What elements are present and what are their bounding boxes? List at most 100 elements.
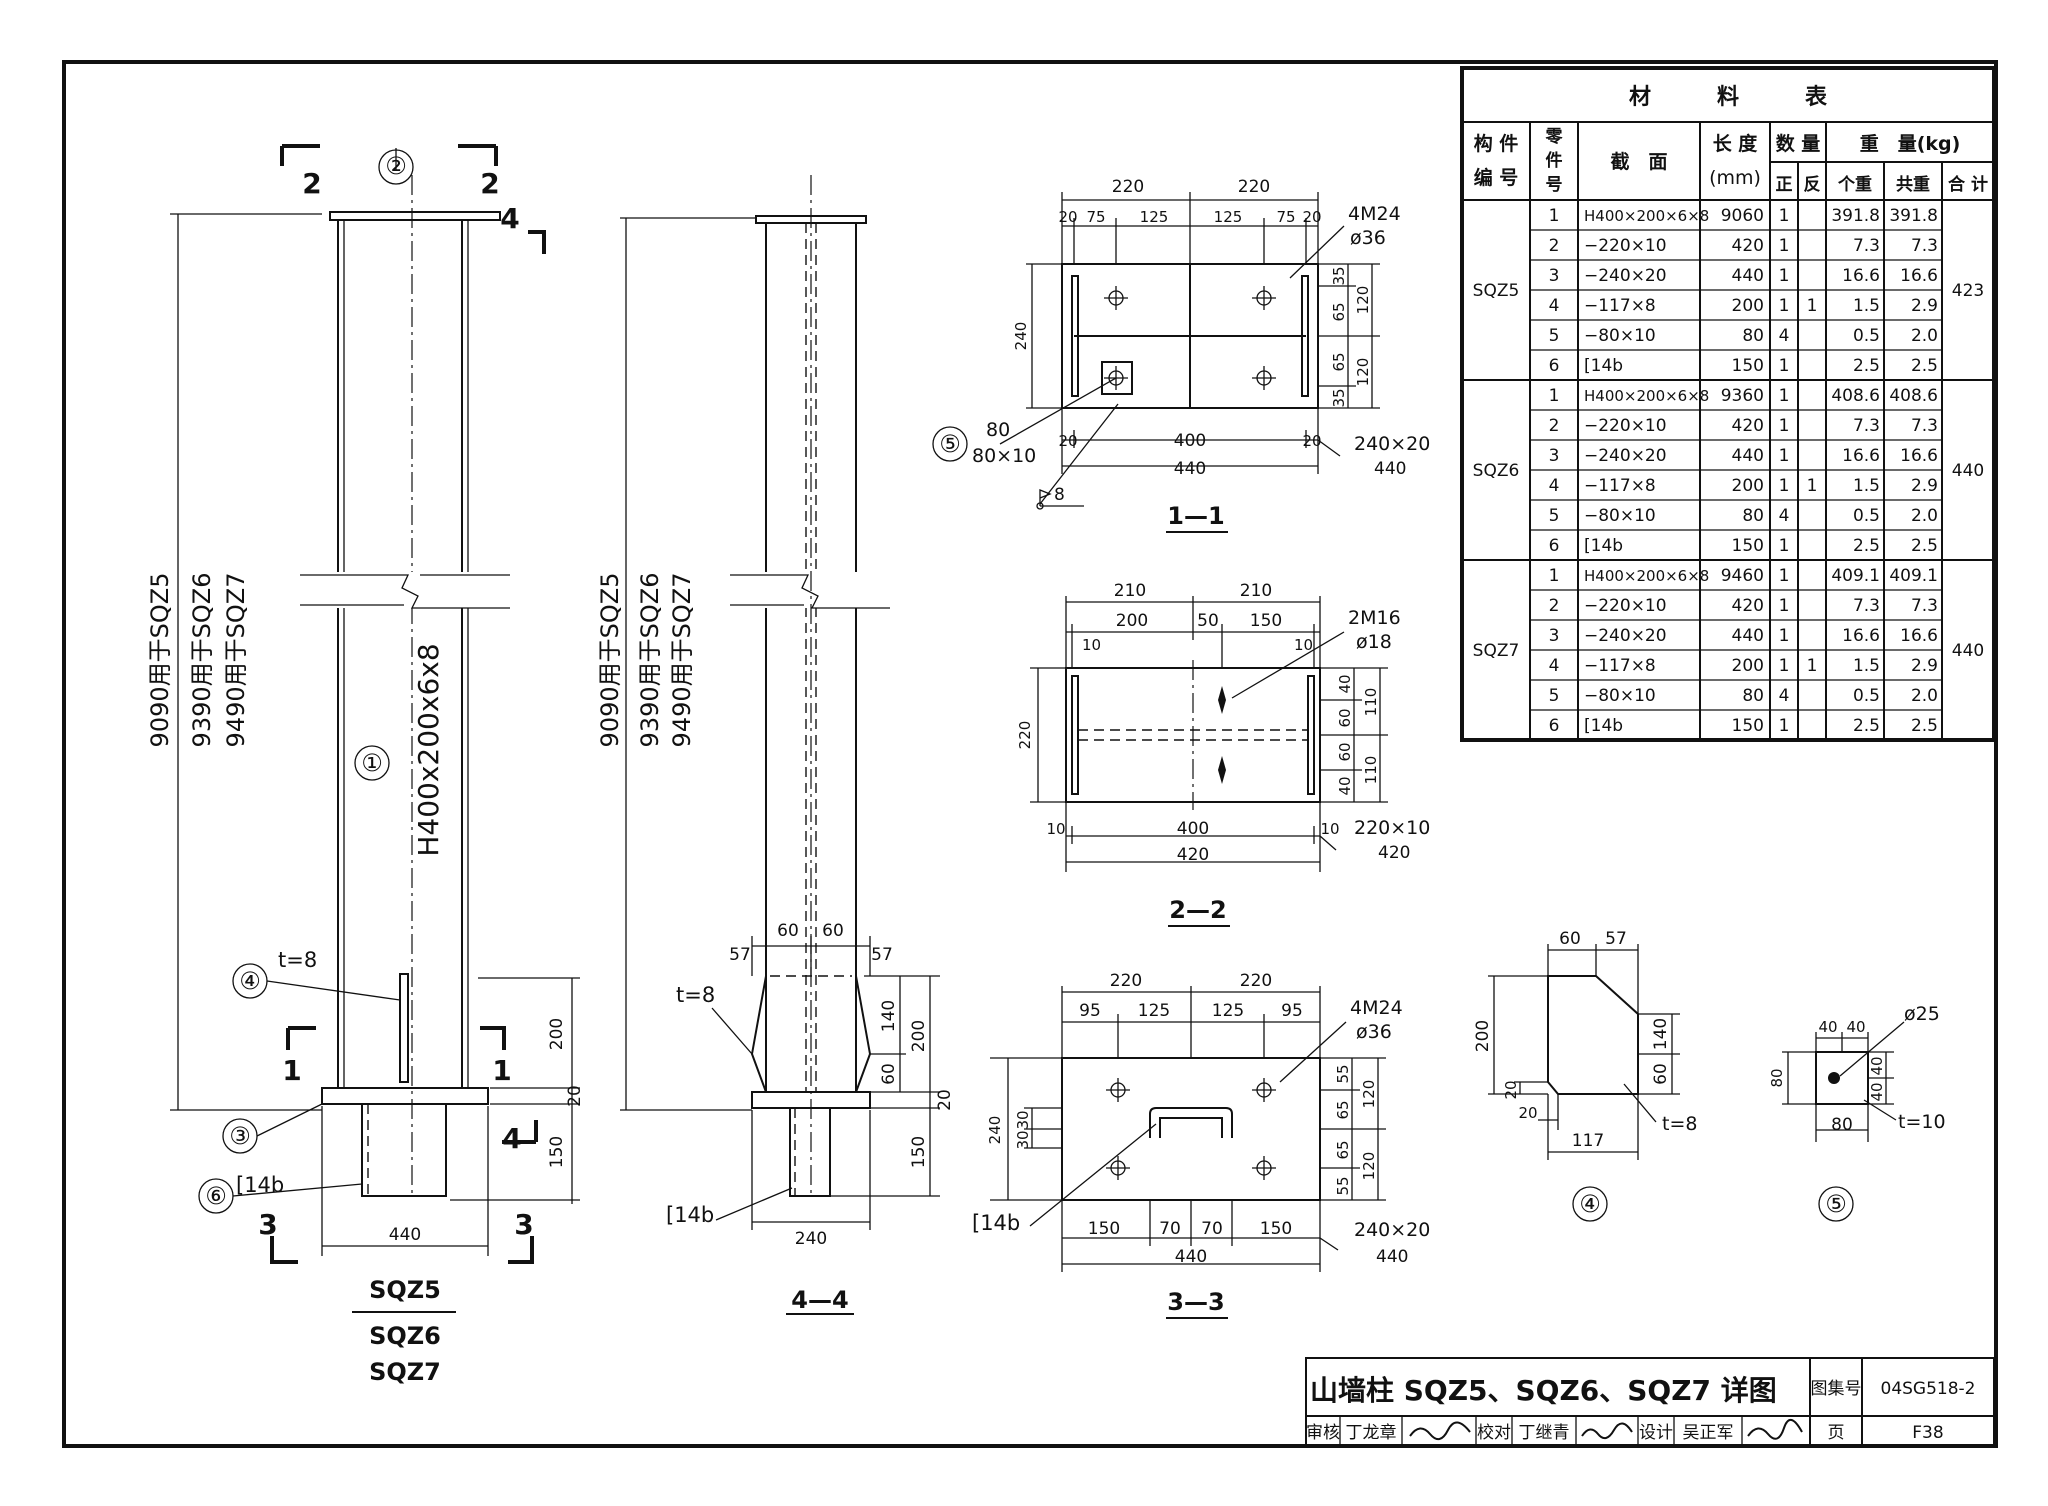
page-label: 页 xyxy=(1828,1423,1845,1443)
section-4-4-text: 9090用于SQZ5 9390用于SQZ6 9490用于SQZ7 57 60 6… xyxy=(596,573,955,1315)
length-label: 9490用于SQZ7 xyxy=(222,573,250,748)
table-cell: −80×10 xyxy=(1584,686,1656,706)
table-cell: 1 xyxy=(1779,266,1790,286)
dim: 55 xyxy=(1334,1176,1352,1195)
atlas-number: 04SG518-2 xyxy=(1881,1379,1976,1399)
dim: 60 xyxy=(1559,929,1581,949)
table-cell: 1 xyxy=(1779,536,1790,556)
dim: 20 xyxy=(1302,432,1321,450)
table-cell: 7.3 xyxy=(1911,596,1938,616)
table-cell: 1 xyxy=(1779,446,1790,466)
section-2-2 xyxy=(1030,596,1388,872)
dim: 220 xyxy=(1112,177,1144,197)
dim: 70 xyxy=(1159,1219,1181,1239)
washer-label: 80 xyxy=(986,419,1010,441)
plate-spec: 240×20 xyxy=(1354,433,1430,455)
table-cell: 16.6 xyxy=(1900,626,1938,646)
table-cell: −117×8 xyxy=(1584,656,1656,676)
dim: 55 xyxy=(1334,1064,1352,1083)
table-cell: 4 xyxy=(1779,686,1790,706)
section-title-3-3: 3—3 xyxy=(1167,1288,1224,1316)
dim: 140 xyxy=(879,1000,899,1032)
dim: 420 xyxy=(1177,845,1209,865)
section-mark-4: 4 xyxy=(500,202,519,235)
length-label: 9390用于SQZ6 xyxy=(188,573,216,748)
mark-5: ⑤ xyxy=(1825,1190,1847,1218)
dim: 40 xyxy=(1868,1082,1886,1101)
table-cell: 9460 xyxy=(1721,566,1764,586)
dim: 65 xyxy=(1334,1100,1352,1119)
title-block-text: 山墙柱 SQZ5、SQZ6、SQZ7 详图 图集号 04SG518-2 审核 丁… xyxy=(1306,1374,1976,1443)
dim: 40 xyxy=(1818,1018,1837,1036)
header-length: (mm) xyxy=(1709,167,1761,189)
dim: 65 xyxy=(1334,1140,1352,1159)
dim: 120 xyxy=(1354,286,1372,315)
mark-6: ⑥ xyxy=(205,1182,227,1210)
dim: 220 xyxy=(1238,177,1270,197)
section-mark-3: 3 xyxy=(514,1208,533,1241)
table-cell: 200 xyxy=(1732,656,1764,676)
column-elevation xyxy=(170,144,580,1264)
title-block xyxy=(1305,1357,1995,1447)
table-cell: 4 xyxy=(1779,506,1790,526)
table-cell: 1 xyxy=(1807,656,1818,676)
table-cell: 16.6 xyxy=(1842,446,1880,466)
table-cell: −240×20 xyxy=(1584,626,1667,646)
dim: 35 xyxy=(1330,266,1348,285)
dim: 95 xyxy=(1079,1001,1101,1021)
length-label: 9090用于SQZ5 xyxy=(146,573,174,748)
table-cell: 1 xyxy=(1779,296,1790,316)
dim-440: 440 xyxy=(389,1225,421,1245)
table-title: 材 料 表 xyxy=(1629,85,1828,110)
atlas-label: 图集号 xyxy=(1811,1379,1862,1399)
header-qty-rev: 反 xyxy=(1804,175,1821,195)
table-cell: 1 xyxy=(1779,386,1790,406)
dim: 20 xyxy=(1058,208,1077,226)
section-mark-2: 2 xyxy=(302,167,321,200)
dim: 420 xyxy=(1378,843,1410,863)
table-cell: 2.5 xyxy=(1911,536,1938,556)
dim: 20 xyxy=(1518,1104,1537,1122)
section-mark-4: 4 xyxy=(502,1122,521,1155)
header-weight: 重 量(kg) xyxy=(1860,133,1961,155)
table-cell: −220×10 xyxy=(1584,416,1667,436)
dim: 200 xyxy=(1473,1020,1493,1052)
dim: 125 xyxy=(1140,208,1169,226)
table-cell: [14b xyxy=(1584,716,1623,736)
table-cell: 1 xyxy=(1779,566,1790,586)
table-cell: H400×200×6×8 xyxy=(1584,207,1709,225)
dim: 220 xyxy=(1016,721,1034,750)
dim: 40 xyxy=(1336,674,1354,693)
dim: 20 xyxy=(935,1089,955,1111)
table-cell: 16.6 xyxy=(1842,266,1880,286)
table-cell: 1.5 xyxy=(1853,656,1880,676)
table-cell: 1 xyxy=(1807,476,1818,496)
hole-diameter: ø36 xyxy=(1350,227,1386,249)
dim: 125 xyxy=(1212,1001,1244,1021)
dim: 60 xyxy=(777,921,799,941)
table-cell: 3 xyxy=(1549,446,1560,466)
table-cell: 0.5 xyxy=(1853,686,1880,706)
mark-5: ⑤ xyxy=(939,430,961,458)
dim: 80 xyxy=(1768,1068,1786,1087)
dim-150: 150 xyxy=(547,1136,567,1168)
weld-size: 8 xyxy=(1054,485,1065,505)
weight-sum: 440 xyxy=(1952,461,1984,481)
dim: 60 xyxy=(1336,708,1354,727)
part-5-detail xyxy=(1782,1021,1905,1222)
member-code: SQZ6 xyxy=(1473,461,1520,481)
dim: 75 xyxy=(1276,208,1295,226)
table-cell: H400×200×6×8 xyxy=(1584,567,1709,585)
dim: 20 xyxy=(1058,432,1077,450)
dim-200: 200 xyxy=(547,1018,567,1050)
stiffener-thickness: t=8 xyxy=(278,948,317,972)
dim: 125 xyxy=(1214,208,1243,226)
dim: 150 xyxy=(909,1136,929,1168)
table-cell: 1 xyxy=(1779,716,1790,736)
section-mark-2: 2 xyxy=(480,167,499,200)
bolt-spec: 4M24 xyxy=(1350,997,1403,1019)
header-part: 零 xyxy=(1545,127,1564,147)
channel-label: [14b xyxy=(236,1173,284,1197)
length-label: 9090用于SQZ5 xyxy=(596,573,624,748)
table-cell: 2.9 xyxy=(1911,476,1938,496)
